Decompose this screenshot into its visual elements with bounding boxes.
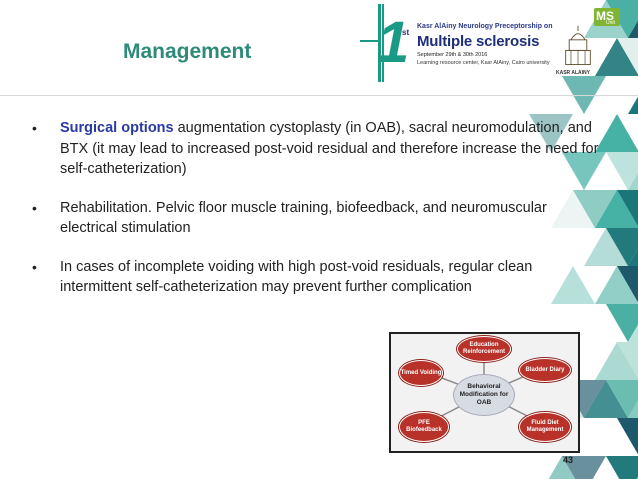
ms-unit-text: Unit bbox=[606, 20, 615, 26]
mosaic-triangle bbox=[606, 456, 638, 479]
mosaic-triangle bbox=[595, 342, 638, 380]
mosaic-triangle bbox=[606, 380, 638, 418]
diagram-node-pfe-biofeedback: PFE Biofeedback bbox=[399, 412, 449, 442]
banner-venue-line: Learning resource center, Kasr AlAiny, C… bbox=[417, 60, 550, 66]
mosaic-triangle bbox=[617, 342, 638, 379]
mosaic-triangle bbox=[606, 228, 638, 266]
title-divider bbox=[0, 95, 638, 96]
diagram-node-education: Education Reinforcement bbox=[457, 336, 511, 362]
behavioral-modification-diagram: Behavioral Modification for OAB Educatio… bbox=[389, 332, 580, 453]
ms-logo-text: MS bbox=[596, 9, 614, 23]
mosaic-triangle bbox=[595, 190, 638, 228]
mosaic-triangle bbox=[617, 418, 638, 455]
diagram-center-node: Behavioral Modification for OAB bbox=[453, 374, 515, 416]
mosaic-triangle bbox=[606, 152, 638, 190]
bullet-list: Surgical options augmentation cystoplast… bbox=[32, 118, 602, 316]
ms-unit-logo bbox=[594, 8, 620, 26]
mosaic-triangle bbox=[562, 456, 606, 479]
banner-top-line: Kasr AlAiny Neurology Preceptorship on bbox=[417, 23, 553, 30]
page-number: 43 bbox=[563, 455, 574, 465]
banner-ordinal-suffix: st bbox=[402, 28, 410, 37]
bullet-self-catheterization: In cases of incomplete voiding with high… bbox=[32, 257, 602, 298]
kasr-alainy-building-logo bbox=[565, 25, 591, 65]
mosaic-triangle bbox=[628, 324, 638, 342]
mosaic-triangle bbox=[584, 380, 628, 418]
banner-main-line: Multiple sclerosis bbox=[417, 33, 540, 50]
mosaic-triangle bbox=[595, 114, 638, 152]
banner-date-line: September 29th & 30th 2016 bbox=[417, 52, 488, 58]
diagram-node-fluid-diet: Fluid Diet Management bbox=[519, 412, 571, 442]
mosaic-triangle bbox=[617, 38, 638, 75]
kasr-alainy-label: KASR ALAINY bbox=[556, 70, 590, 76]
mosaic-triangle bbox=[628, 96, 638, 114]
bullet-surgical-options: Surgical options augmentation cystoplast… bbox=[32, 118, 602, 180]
banner-ordinal-number: 1 bbox=[377, 10, 410, 75]
mosaic-triangle bbox=[628, 248, 638, 266]
bullet-text: Rehabilitation. Pelvic floor muscle trai… bbox=[60, 199, 547, 237]
bullet-lead: Surgical options bbox=[60, 120, 174, 136]
bullet-text: augmentation cystoplasty (in OAB), sacra… bbox=[60, 120, 599, 177]
banner-box bbox=[414, 22, 564, 70]
mosaic-triangle bbox=[548, 456, 576, 479]
mosaic-triangle bbox=[628, 172, 638, 190]
mosaic-triangle bbox=[595, 38, 638, 76]
diagram-node-bladder-diary: Bladder Diary bbox=[519, 358, 571, 382]
mosaic-triangle bbox=[628, 20, 638, 38]
page-title: Management bbox=[123, 40, 252, 63]
mosaic-triangle bbox=[617, 266, 638, 303]
diagram-node-timed-voiding: Timed Voiding bbox=[399, 360, 443, 386]
bullet-rehabilitation: Rehabilitation. Pelvic floor muscle trai… bbox=[32, 198, 602, 239]
conference-banner-graphic bbox=[360, 4, 384, 82]
mosaic-triangle bbox=[606, 304, 638, 342]
mosaic-triangle bbox=[628, 400, 638, 418]
bullet-text: In cases of incomplete voiding with high… bbox=[60, 258, 533, 296]
mosaic-triangle bbox=[595, 266, 638, 304]
mosaic-triangle bbox=[617, 190, 638, 227]
